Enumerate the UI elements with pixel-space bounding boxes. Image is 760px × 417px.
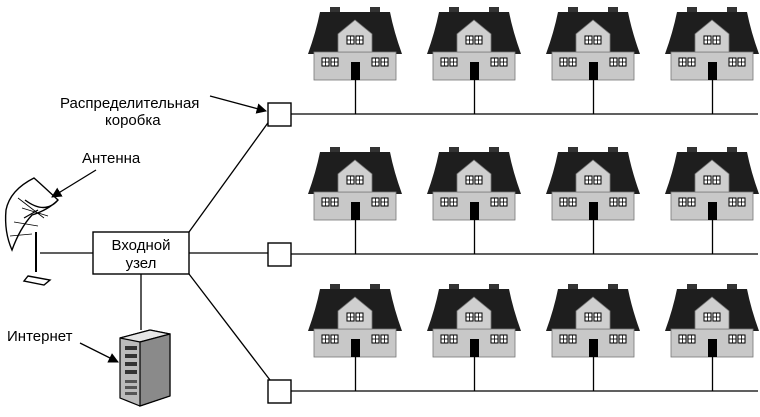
headend-to-box3-wire [188,273,271,381]
house-icon [307,146,403,255]
distribution-box-label-line1: Распределительная [60,95,199,112]
house-icon [664,6,760,115]
internet-label-arrow [79,342,119,363]
internet-label: Интернет [7,328,73,345]
house-icon [426,6,522,115]
house-icon [307,6,403,115]
distribution-box-label: Распределительная коробка [60,95,204,129]
house-icon [545,283,641,392]
house-icon [426,283,522,392]
headend-to-box1-wire [188,119,271,233]
headend-label-line1: Входной [112,237,171,254]
distribution-box-label-line2: коробка [105,112,161,129]
distribution-box [267,102,292,127]
server-icon [119,329,171,407]
distribution-box [267,379,292,404]
box-label-arrow [209,95,268,114]
house-icon [426,146,522,255]
distribution-box [267,242,292,267]
antenna-label: Антенна [82,150,141,167]
satellite-dish-icon [4,177,59,286]
house-icon [307,283,403,392]
house-icon [664,146,760,255]
house-icon [545,146,641,255]
antenna-label-arrow [51,169,97,198]
house-icon [545,6,641,115]
headend-label-line2: узел [126,255,157,272]
house-icon [664,283,760,392]
